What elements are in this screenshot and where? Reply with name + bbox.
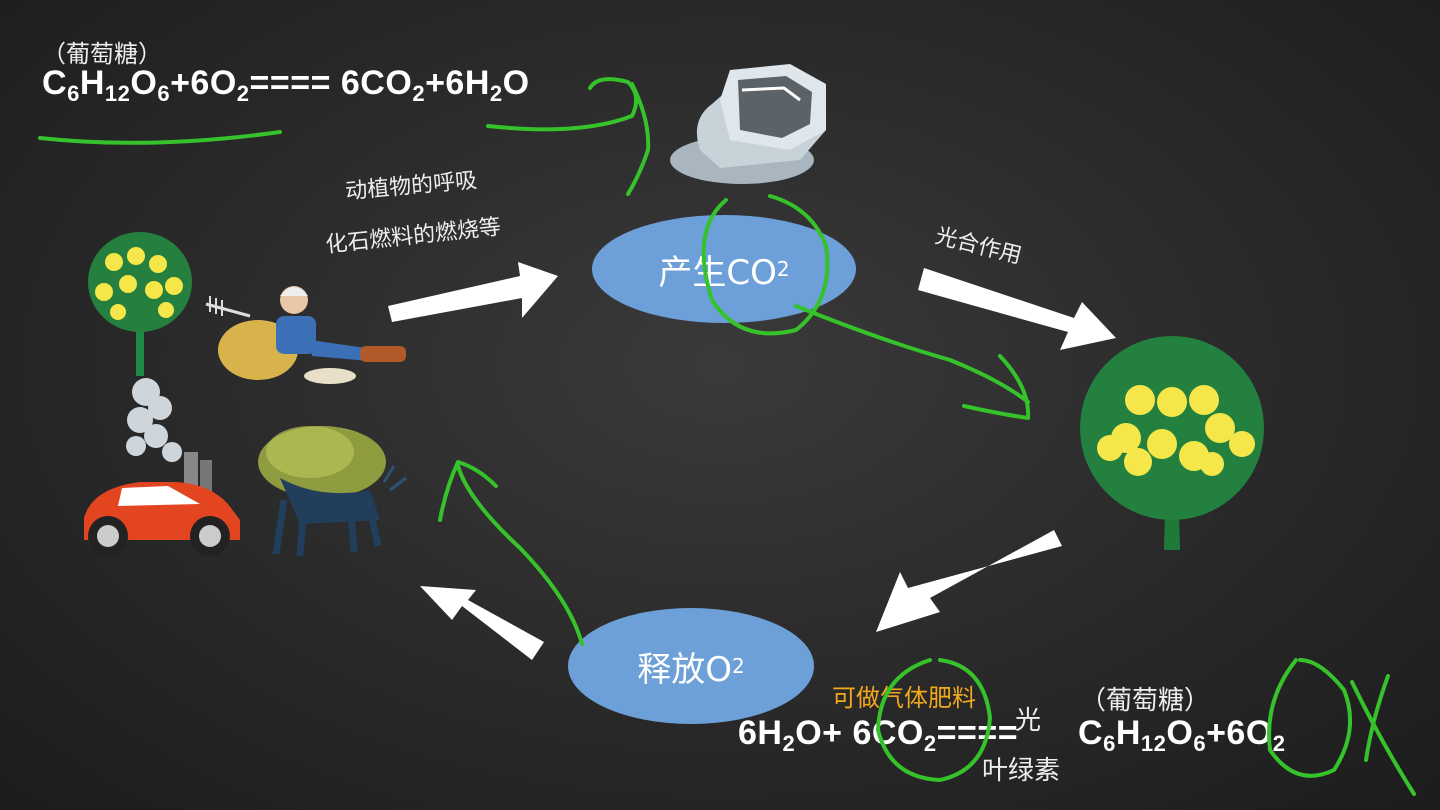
bottom-equation-left-part: O+ 6CO	[795, 714, 924, 752]
circle-bottom-co2	[876, 658, 992, 782]
fruit-tree-icon	[1080, 336, 1264, 550]
arrow-head-o2	[438, 460, 498, 522]
bottom-equation-right-part: O	[1166, 714, 1194, 752]
top-equation-part: 2	[412, 81, 426, 106]
bottom-equation-left-part: 6H	[738, 714, 783, 752]
bottom-equation-left-part: ====	[936, 714, 1019, 752]
bottom-equation-left-part: 2	[782, 731, 796, 756]
top-equation-part: O	[502, 64, 530, 102]
smoke-icon	[126, 378, 212, 496]
bottom-equation-right-part: 2	[1272, 731, 1286, 756]
top-equation-part: ==== 6CO	[249, 64, 413, 102]
farmer-icon	[205, 286, 406, 384]
cross-mark	[1350, 674, 1416, 796]
produce-co2-sub: 2	[776, 257, 790, 281]
car-icon	[84, 482, 240, 556]
small-tree-icon	[88, 232, 192, 376]
release-o2-text: 释放O	[637, 649, 733, 690]
top-equation-part: 6	[157, 81, 171, 106]
ice-icon	[670, 64, 826, 184]
top-equation-part: 12	[104, 81, 131, 106]
top-equation-part: +6H	[425, 64, 490, 102]
top-glucose-label: （葡萄糖）	[42, 40, 162, 68]
arrow-to-co2	[388, 262, 558, 322]
bottom-equation-right-part: +6O	[1206, 714, 1273, 752]
underline-products	[486, 77, 639, 132]
top-equation-part: C	[42, 64, 68, 102]
top-equation-part: H	[79, 64, 105, 102]
arrow-head-co2-tree	[962, 354, 1031, 420]
produce-co2-text: 产生CO	[658, 252, 777, 293]
condition-light: 光	[1015, 706, 1042, 736]
bottom-equation-right-part: 6	[1193, 731, 1207, 756]
arrow-line-o2	[456, 464, 584, 646]
underline-glucose	[38, 130, 282, 145]
circle-o2-product	[1267, 658, 1353, 778]
top-equation: C6H12O6+6O2==== 6CO2+6H2O	[42, 64, 530, 107]
arrow-to-o2	[876, 530, 1062, 632]
fertilizer-note: 可做气体肥料	[832, 684, 976, 712]
green-annotations	[38, 77, 1416, 796]
bottom-equation-right-part: C	[1078, 714, 1104, 752]
bottom-equation-right-part: H	[1115, 714, 1141, 752]
top-equation-part: O	[130, 64, 158, 102]
arrow-line-co2-tree	[794, 304, 1030, 404]
bottom-equation-right-part: 6	[1103, 731, 1116, 756]
circle-co2	[701, 194, 830, 336]
top-equation-part: +6O	[170, 64, 237, 102]
top-equation-part: 6	[67, 81, 80, 106]
bottom-equation-right: C6H12O6+6O2	[1078, 714, 1286, 757]
condition-chlorophyll: 叶绿素	[982, 756, 1061, 786]
top-equation-part: 2	[236, 81, 250, 106]
bottom-equation-left: 6H2O+ 6CO2====	[738, 714, 1018, 757]
release-o2-sub: 2	[732, 654, 745, 678]
forest-animal-icon	[258, 426, 407, 557]
arrow-to-consumers	[420, 586, 544, 660]
bottom-equation-left-part: 2	[923, 731, 937, 756]
top-equation-part: 2	[489, 81, 503, 106]
squiggle-to-ice	[626, 82, 651, 196]
arrow-photosynthesis	[918, 268, 1116, 350]
bottom-glucose-label: （葡萄糖）	[1080, 686, 1211, 716]
bottom-equation-right-part: 12	[1140, 731, 1167, 756]
